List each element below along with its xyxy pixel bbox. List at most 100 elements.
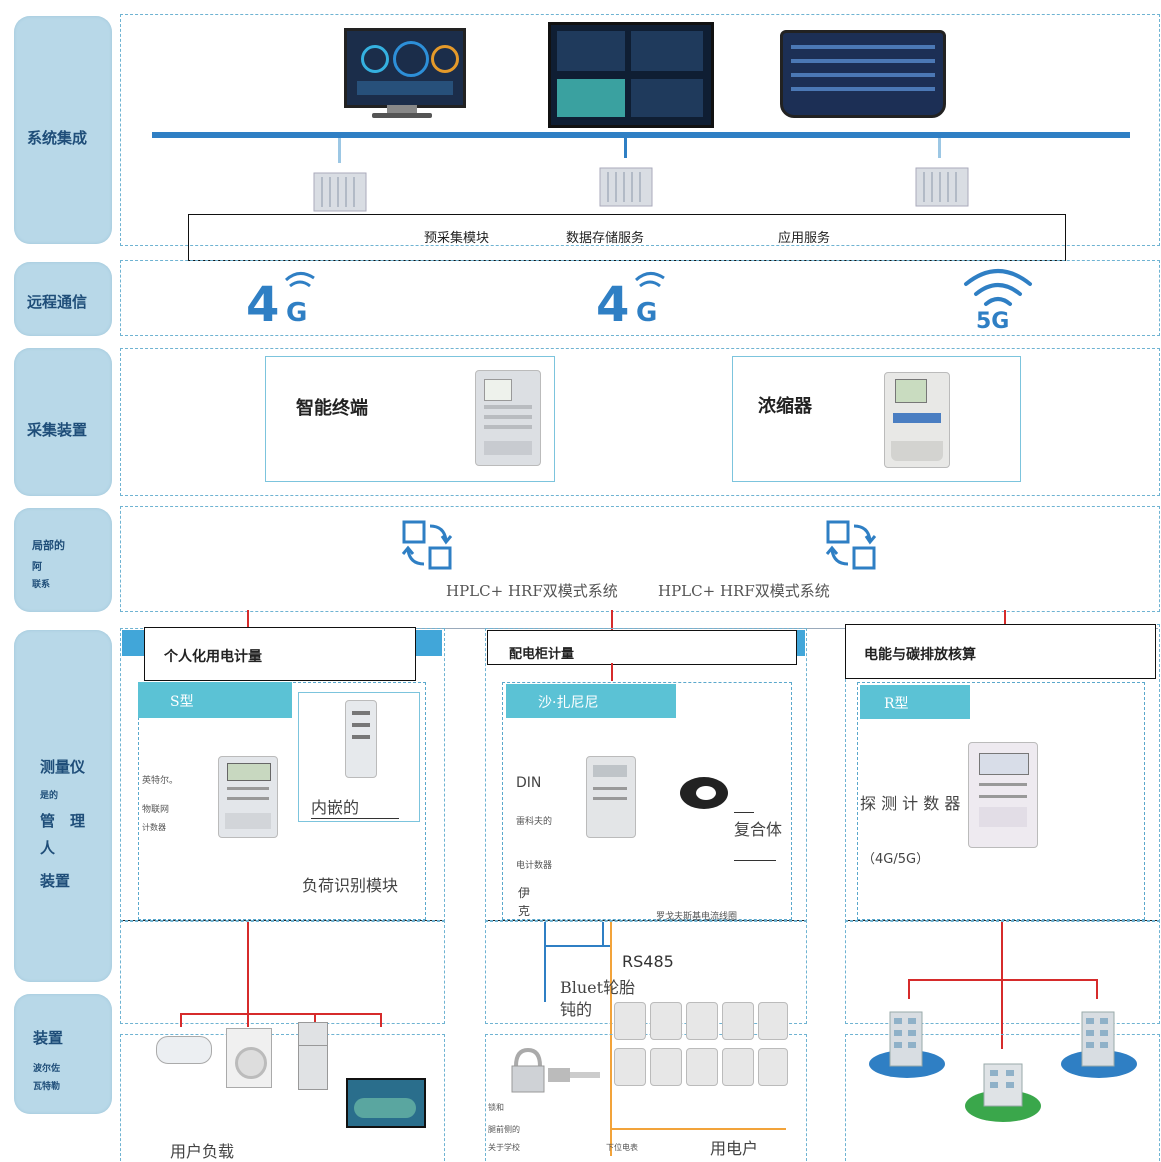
service-pre-collect: 预采集模块	[424, 231, 490, 246]
col1-tree-drop-2	[247, 1013, 249, 1027]
meter-col1-title: 个人化用电计量	[164, 649, 262, 665]
hplc-system-label-1: HPLC+ HRF双模式系统	[446, 582, 618, 600]
sidebar-label-local-2: 阿	[32, 562, 42, 573]
sidebar-label-system-integration: 系统集成	[27, 129, 88, 147]
lock-label-2: 腿前侧的	[488, 1125, 520, 1134]
meter-col3-tag-text: R型	[884, 696, 909, 712]
col1-side-label-1: 英特尔。	[142, 776, 179, 786]
sidebar-local-net	[14, 508, 112, 612]
remote-comm-panel	[120, 260, 1160, 336]
water-heater-icon	[156, 1036, 212, 1064]
connector-local-1	[247, 610, 249, 630]
rs485-label: RS485	[622, 952, 674, 971]
building-icon	[1058, 1006, 1140, 1080]
4g-signal-icon: 4 G	[594, 266, 674, 333]
lock-icon	[508, 1046, 602, 1096]
col3-tree-drop-3	[1096, 979, 1098, 999]
composite-line-bottom	[734, 860, 776, 861]
service-data-storage: 数据存储服务	[566, 231, 645, 246]
user-load-label: 用户负载	[170, 1142, 235, 1161]
col1-lower-panel	[120, 920, 445, 1024]
sidebar-collection	[14, 348, 112, 496]
meter-col1-titlebox	[144, 627, 416, 681]
grid-meter	[650, 1002, 682, 1040]
building-icon	[866, 1006, 948, 1080]
4g-digit: 4	[246, 277, 279, 328]
col1-tree-drop-4	[380, 1013, 382, 1027]
col2-lower-panel	[485, 920, 807, 1024]
server-icon-3	[904, 158, 979, 210]
meter-col3-tag: R型	[860, 685, 970, 719]
embedded-device	[345, 700, 377, 778]
service-application: 应用服务	[778, 231, 831, 246]
sidebar-devices	[14, 994, 112, 1114]
col2-bluetooth-line-v2	[602, 922, 604, 947]
col1-tree-drop-3	[314, 1013, 316, 1027]
col2-title-connector	[611, 663, 613, 681]
smart-terminal-label: 智能终端	[296, 398, 368, 419]
dashboard-monitor-3	[780, 30, 946, 118]
din-label: DIN	[516, 775, 542, 791]
collection-panel	[120, 348, 1160, 496]
concentrator-card	[732, 356, 1021, 482]
col2-rs485-line	[610, 922, 612, 1156]
server-icon-2	[588, 158, 663, 210]
user-label: 用电户	[710, 1139, 759, 1158]
sidebar-label-meter-1: 测量仪	[40, 758, 86, 776]
rogowski-coil-icon	[676, 772, 732, 814]
connector-local-3	[1004, 610, 1006, 626]
network-bus-line	[152, 132, 1130, 138]
meter-col2-tag-text: 沙·扎尼尼	[538, 695, 599, 711]
devices-col3-panel	[845, 1034, 1160, 1161]
meter-grid	[614, 1002, 788, 1088]
col3-tree-drop-2	[1001, 979, 1003, 1049]
television-icon	[346, 1078, 426, 1128]
sync-icon	[822, 516, 880, 574]
4g-letter: G	[636, 298, 657, 328]
grid-meter	[686, 1002, 718, 1040]
sidebar-label-local-3: 联系	[32, 580, 51, 590]
din-rail-meter	[586, 756, 636, 838]
sidebar-label-meter-2: 是的	[40, 791, 59, 801]
col2-bluetooth-line-h	[544, 945, 610, 947]
lock-label-3: 关于学校	[488, 1143, 520, 1152]
grid-meter	[650, 1048, 682, 1086]
4g-signal-icon: 4 G	[244, 266, 324, 333]
col1-tree-drop-1	[180, 1013, 182, 1027]
concentrator-label: 浓缩器	[758, 396, 812, 417]
building-icon	[962, 1048, 1044, 1124]
meter-col2-titlebox	[487, 630, 797, 665]
embedded-label: 内嵌的	[311, 794, 400, 819]
col2-bluetooth-line-v1	[544, 922, 546, 1002]
sidebar-label-devices-3: 瓦特勒	[33, 1082, 61, 1092]
concentrator-device	[884, 372, 950, 468]
s-type-meter	[218, 756, 278, 838]
5g-signal-icon: 5G	[960, 264, 1036, 334]
grid-meter	[686, 1048, 718, 1086]
yike-label-2: 克	[518, 904, 531, 918]
system-integration-panel	[120, 14, 1160, 246]
composite-line-top	[734, 812, 754, 813]
meter-col3-title: 电能与碳排放核算	[864, 647, 976, 663]
rogowski-label: 罗戈夫斯基电流线圈	[656, 912, 738, 922]
grid-meter	[722, 1048, 754, 1086]
sidebar-label-meter-4: 人	[40, 839, 56, 857]
r-type-meter	[968, 742, 1038, 848]
dashboard-monitor-1	[344, 28, 466, 108]
meter-col1-tag-text: S型	[170, 694, 194, 710]
devices-col2-panel	[485, 1034, 807, 1161]
col3-tree-drop-1	[908, 979, 910, 999]
sidebar-label-collection: 采集装置	[27, 421, 88, 439]
meter-col2-panel	[485, 628, 807, 922]
yike-label-1: 伊	[518, 886, 531, 900]
detector-counter-label: 探 测 计 数 器	[860, 794, 961, 813]
col1-side-label-2: 物联网	[142, 805, 170, 815]
devices-col1-panel	[120, 1034, 445, 1161]
5g-label: 5G	[976, 309, 1009, 332]
grid-meter	[758, 1048, 788, 1086]
meter-col2-inner	[502, 682, 792, 920]
col2-meter-bus	[610, 1128, 786, 1130]
local-network-panel	[120, 506, 1160, 612]
lock-label-1: 锁和	[488, 1103, 504, 1112]
monitor-stand-1	[387, 105, 417, 113]
